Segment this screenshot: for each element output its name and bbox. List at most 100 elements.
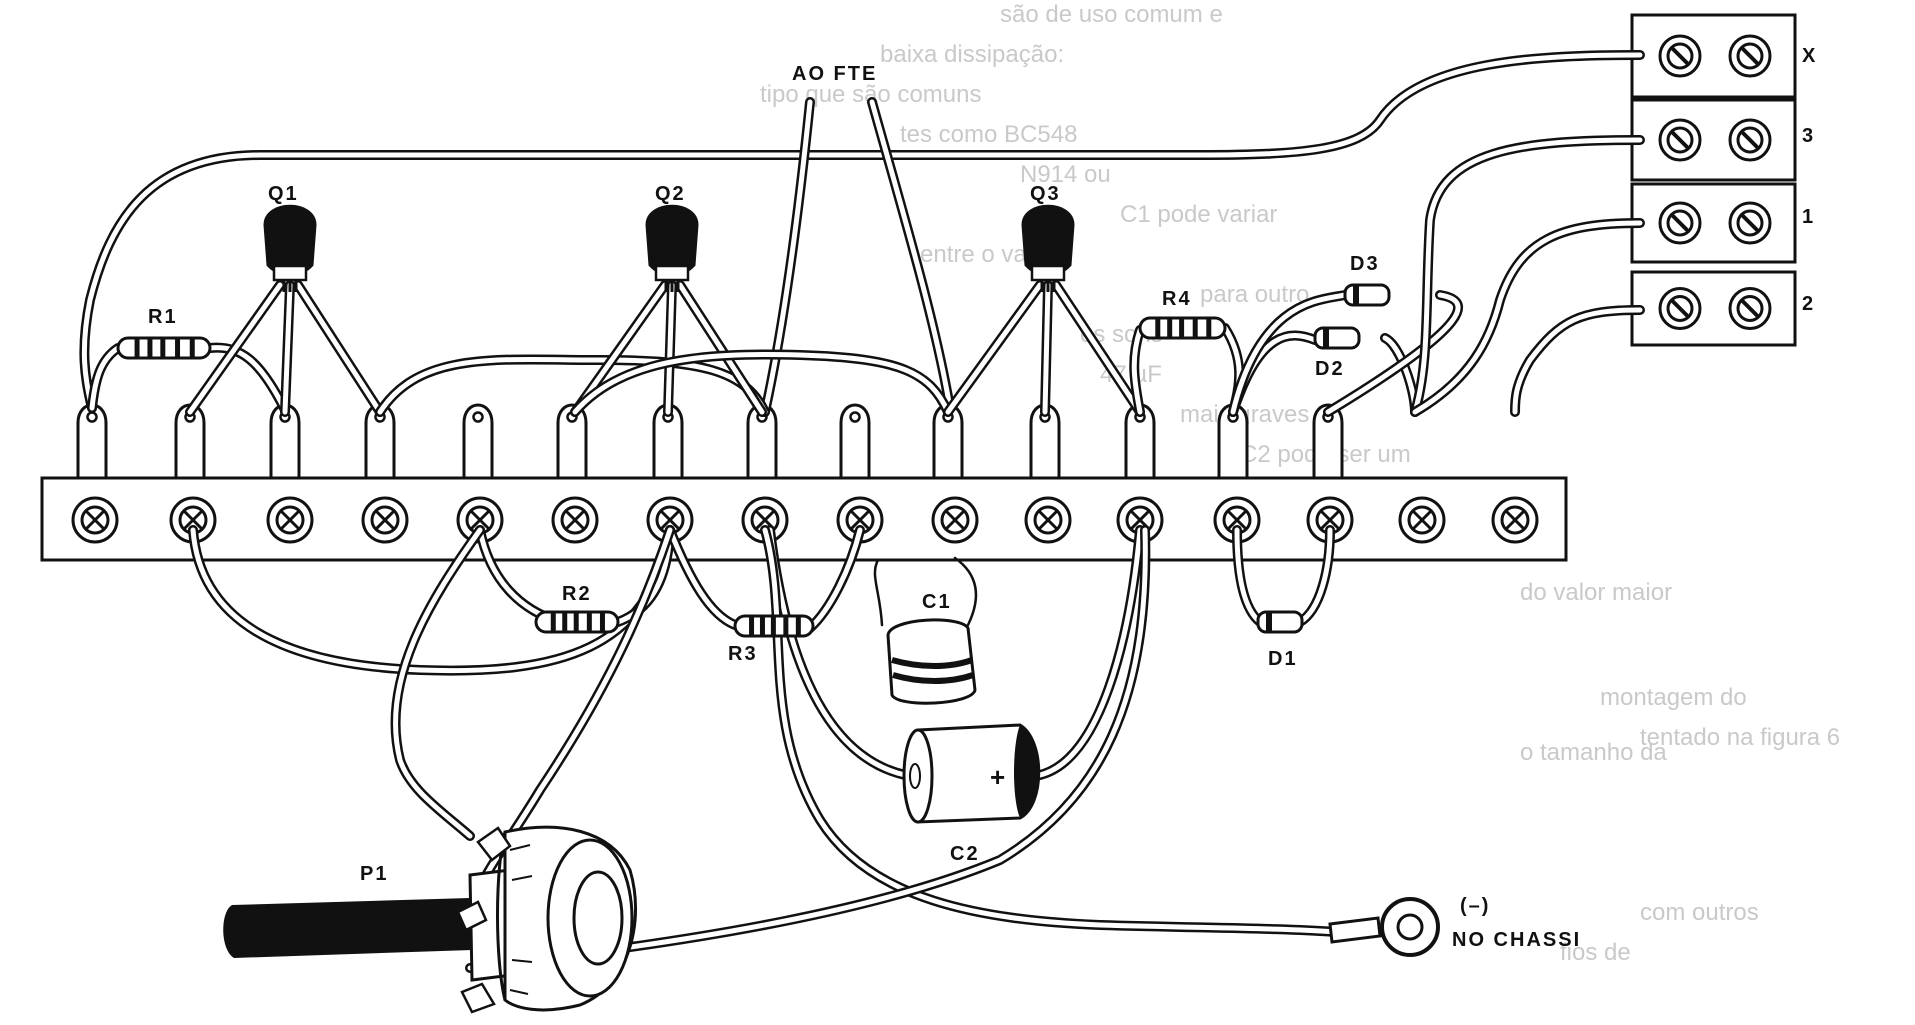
- wires: [79, 50, 1645, 973]
- strip-screw: [1398, 496, 1446, 544]
- label-q1: Q1: [268, 183, 299, 205]
- label-ao-fte: AO FTE: [792, 63, 877, 85]
- label-terminal-1: 1: [1802, 206, 1815, 228]
- label-r2: R2: [562, 583, 592, 605]
- wire: [663, 280, 677, 417]
- wire: [1295, 525, 1335, 627]
- label-r3: R3: [728, 643, 758, 665]
- wire: [1410, 135, 1645, 417]
- wire: [1410, 218, 1645, 417]
- wire: [1232, 525, 1265, 627]
- label-r1: R1: [148, 306, 178, 328]
- diode-d3: [1343, 283, 1391, 307]
- capacitor-c1: [873, 556, 978, 705]
- background-text-line: montagem do: [1600, 684, 1747, 711]
- diode-d1: [1256, 610, 1304, 634]
- wire: [205, 342, 290, 415]
- solder-lugs: [76, 403, 1344, 480]
- label-q2: Q2: [655, 183, 686, 205]
- wire: [1323, 290, 1463, 417]
- label-c1: C1: [922, 591, 952, 613]
- label-c2: C2: [950, 843, 980, 865]
- diode-d2: [1313, 326, 1361, 350]
- screw-terminal-block: [1630, 13, 1797, 347]
- strip-screws: [71, 496, 1539, 544]
- wire: [467, 525, 675, 910]
- solder-lug: [462, 403, 494, 480]
- strip-screw: [741, 496, 789, 544]
- label-terminal-2: 2: [1802, 293, 1815, 315]
- strip-screw: [1024, 496, 1072, 544]
- wire: [1510, 305, 1645, 417]
- wire: [79, 50, 1645, 413]
- transistor-q1: [263, 204, 317, 292]
- diodes: [1256, 283, 1391, 634]
- transistor-q3: [1021, 204, 1075, 292]
- wire: [760, 525, 1340, 937]
- strip-screw: [646, 496, 694, 544]
- wire: [570, 280, 670, 417]
- potentiometer-p1: [223, 825, 637, 1014]
- wire: [87, 343, 123, 413]
- label-q3: Q3: [1030, 183, 1061, 205]
- background-text-line: com outros: [1640, 899, 1759, 926]
- terminal-row: [1630, 98, 1797, 182]
- strip-screw: [361, 496, 409, 544]
- background-text-line: para outro: [1200, 281, 1309, 308]
- wire: [570, 349, 953, 417]
- wire: [805, 525, 865, 633]
- strip-screw: [551, 496, 599, 544]
- chassis-ground-lug: [1328, 897, 1440, 957]
- resistor-r4: [1138, 316, 1227, 340]
- transistor-q2: [645, 204, 699, 292]
- background-text-line: fios de: [1560, 939, 1631, 966]
- wire: [1051, 280, 1145, 417]
- wire: [293, 280, 385, 417]
- wire: [867, 97, 955, 413]
- terminal-row: [1630, 270, 1797, 347]
- wire: [675, 280, 767, 417]
- strip-screw: [1306, 496, 1354, 544]
- background-text-line: N914 ou: [1020, 161, 1111, 188]
- strip-screw: [931, 496, 979, 544]
- wire: [1129, 325, 1145, 417]
- wire: [1228, 290, 1350, 417]
- resistor-r2: [534, 610, 620, 634]
- background-text-line: são de uso comum e: [1000, 1, 1223, 28]
- wire: [390, 525, 485, 841]
- wire: [280, 280, 295, 417]
- terminal-row: [1630, 182, 1797, 264]
- label-r4: R4: [1162, 288, 1192, 310]
- transistors: [263, 204, 1075, 292]
- solder-lug: [839, 403, 871, 480]
- wire: [760, 97, 815, 417]
- wire: [943, 280, 1045, 417]
- background-text-line: do valor maior: [1520, 579, 1672, 606]
- strip-screw: [1491, 496, 1539, 544]
- resistors: [116, 316, 1227, 638]
- resistor-r1: [116, 336, 212, 360]
- label-terminal-x: X: [1802, 45, 1817, 67]
- resistor-r3: [733, 614, 815, 638]
- background-text-line: o tamanho da: [1520, 739, 1667, 766]
- background-text-line: tes como BC548: [900, 121, 1077, 148]
- label-d3: D3: [1350, 253, 1380, 275]
- label-p1: P1: [360, 863, 388, 885]
- background-text-line: tentado na figura 6: [1640, 724, 1840, 751]
- terminal-strip: [40, 403, 1568, 562]
- label-minus: (–): [1460, 895, 1490, 917]
- label-terminal-3: 3: [1802, 125, 1815, 147]
- terminal-row: [1630, 13, 1797, 99]
- capacitor-c2: +: [902, 723, 1041, 824]
- background-text-line: C1 pode variar: [1120, 201, 1277, 228]
- background-text-line: baixa dissipação:: [880, 41, 1064, 68]
- strip-screw: [1213, 496, 1261, 544]
- label-d1: D1: [1268, 648, 1298, 670]
- strip-screw: [266, 496, 314, 544]
- label-no-chassi: NO CHASSI: [1452, 929, 1581, 951]
- label-d2: D2: [1315, 358, 1345, 380]
- wire: [1040, 280, 1053, 417]
